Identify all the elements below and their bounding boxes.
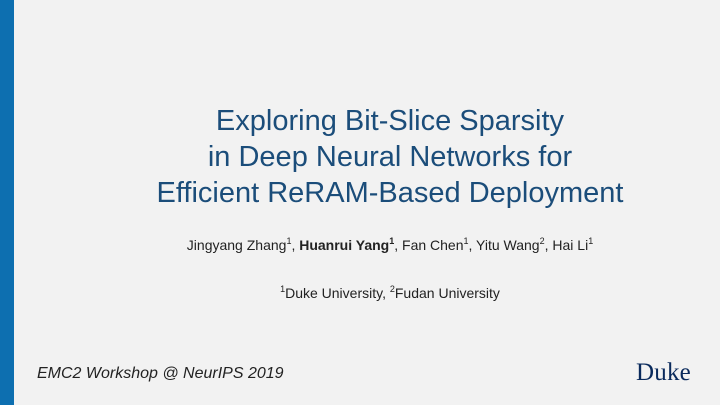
author-name-presenter: Huanrui Yang — [299, 237, 390, 253]
author-name: Yitu Wang — [476, 237, 540, 253]
affiliation-name: Fudan University — [394, 285, 500, 301]
author-affiliation-mark: 1 — [463, 236, 469, 246]
title-line-2: in Deep Neural Networks for — [207, 141, 573, 173]
author-separator: , — [468, 237, 477, 253]
slide-title: Exploring Bit-Slice Sparsity in Deep Neu… — [40, 103, 720, 211]
author-affiliation-mark: 1 — [389, 236, 395, 246]
accent-bar — [0, 0, 14, 405]
workshop-label: EMC2 Workshop @ NeurIPS 2019 — [37, 365, 284, 382]
author-separator: , — [291, 237, 300, 253]
affiliation-mark: 2 — [389, 284, 395, 294]
author-separator: , — [394, 237, 403, 253]
author-list: Jingyang Zhang1, Huanrui Yang1, Fan Chen… — [40, 236, 720, 254]
affiliation-separator: , — [382, 285, 390, 301]
title-line-3: Efficient ReRAM-Based Deployment — [156, 177, 624, 209]
author-affiliation-mark: 1 — [588, 236, 594, 246]
affiliation-list: 1Duke University, 2Fudan University — [40, 284, 720, 302]
affiliation-mark: 1 — [280, 284, 286, 294]
affiliation-name: Duke University — [285, 285, 383, 301]
author-name: Jingyang Zhang — [186, 237, 287, 253]
author-affiliation-mark: 1 — [286, 236, 292, 246]
duke-logo: Duke — [636, 359, 691, 386]
author-name: Fan Chen — [402, 237, 464, 253]
title-line-1: Exploring Bit-Slice Sparsity — [215, 105, 565, 137]
author-separator: , — [544, 237, 553, 253]
author-affiliation-mark: 2 — [539, 236, 545, 246]
author-name: Hai Li — [552, 237, 589, 253]
